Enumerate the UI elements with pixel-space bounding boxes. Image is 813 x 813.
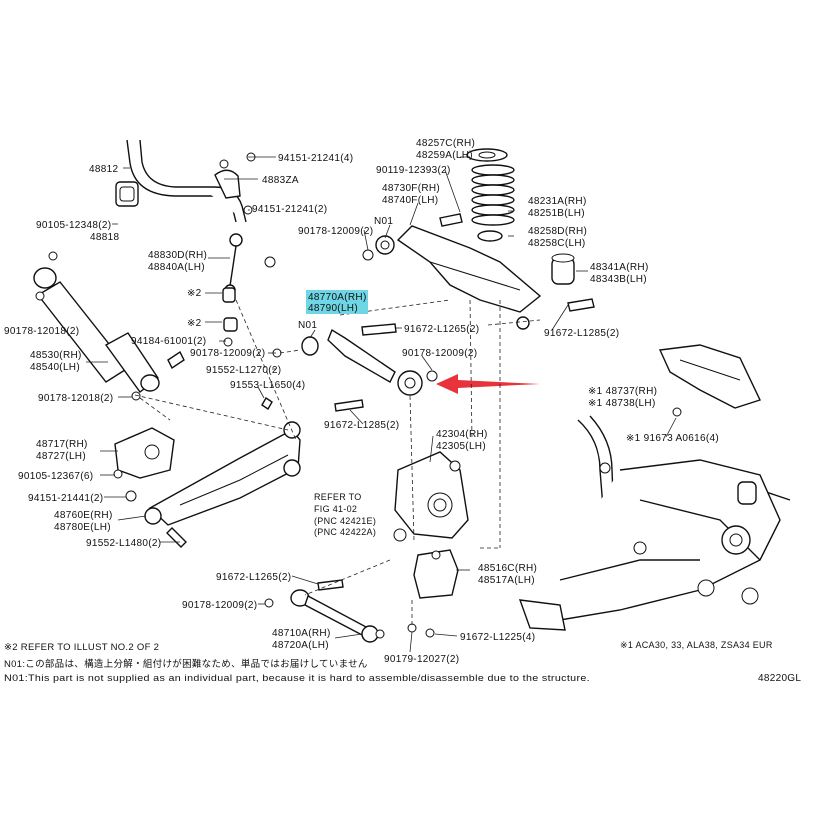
upper-control-arm <box>375 225 542 330</box>
label-48343b: 48343B(LH) <box>590 274 647 285</box>
label-48760e: 48760E(RH) <box>54 510 113 521</box>
label-91672-l1265-a: 91672-L1265(2) <box>404 324 479 335</box>
lower-control-arm <box>144 421 301 526</box>
label-91553: 91553-L1650(4) <box>230 380 305 391</box>
label-91672-l1285-b: 91672-L1285(2) <box>324 420 399 431</box>
label-refer-2: FIG 41-02 <box>314 504 357 514</box>
label-48517a: 48517A(LH) <box>478 575 535 586</box>
label-refer-4: (PNC 42422A) <box>314 527 376 537</box>
label-48812: 48812 <box>89 164 118 175</box>
label-48737: ※1 48737(RH) <box>588 386 657 397</box>
label-48727: 48727(LH) <box>36 451 86 462</box>
label-48720a: 48720A(LH) <box>272 640 329 651</box>
label-91552-l1270: 91552-L1270(2) <box>206 365 281 376</box>
label-90178-12009-b: 90178-12009(2) <box>190 348 265 359</box>
label-90178-12018-b: 90178-12018(2) <box>38 393 113 404</box>
label-48830d: 48830D(RH) <box>148 250 207 261</box>
label-mark2-a: ※2 <box>187 288 202 299</box>
stopper-bracket <box>413 549 459 599</box>
assembly-dashed-lines <box>134 299 541 625</box>
label-48738: ※1 48738(LH) <box>588 398 656 409</box>
footnotes: ※2 REFER TO ILLUST NO.2 OF 2 N01:この部品は、構… <box>4 642 801 684</box>
lower-arm-bracket <box>114 427 175 479</box>
label-48770a: 48770A(RH) <box>308 292 367 303</box>
bump-stopper <box>551 253 575 285</box>
label-94151-2: 94151-21241(2) <box>252 204 327 215</box>
label-94184: 94184-61001(2) <box>131 336 206 347</box>
label-91673: ※1 91673 A0616(4) <box>626 433 719 444</box>
footnote-refer-illust: ※2 REFER TO ILLUST NO.2 OF 2 <box>4 642 159 653</box>
label-90179: 90179-12027(2) <box>384 654 459 665</box>
highlight-arrow <box>436 374 540 394</box>
label-48341a: 48341A(RH) <box>590 262 649 273</box>
label-48730f: 48730F(RH) <box>382 183 440 194</box>
steering-knuckle <box>393 451 469 542</box>
footnote-n01-japanese: N01:この部品は、構造上分解・組付けが困難なため、単品ではお届けしていません <box>4 658 368 670</box>
label-48540: 48540(LH) <box>30 362 80 373</box>
label-48717: 48717(RH) <box>36 439 88 450</box>
coil-spring <box>466 148 515 242</box>
shock-absorber <box>33 251 160 401</box>
label-48258c: 48258C(LH) <box>528 238 585 249</box>
rear-lateral-link <box>301 323 438 412</box>
label-n01-b: N01 <box>298 320 317 331</box>
label-90178-12009-a: 90178-12009(2) <box>298 226 373 237</box>
label-48259a: 48259A(LH) <box>416 150 473 161</box>
label-mark2-b: ※2 <box>187 318 202 329</box>
leader-lines <box>86 156 677 653</box>
label-vehicle-applicability: ※1 ACA30, 33, ALA38, ZSA34 EUR <box>620 640 773 650</box>
label-48530: 48530(RH) <box>30 350 82 361</box>
suspension-arm-cover <box>658 344 761 417</box>
footnote-n01-english: N01:This part is not supplied as an indi… <box>4 673 590 684</box>
upper-arm-bolts <box>439 213 595 312</box>
part-labels: 48812 48818 4883ZA 94151-21241(4) 94151-… <box>4 138 773 665</box>
label-48251b: 48251B(LH) <box>528 208 585 219</box>
label-48840a: 48840A(LH) <box>148 262 205 273</box>
label-90105-12367: 90105-12367(6) <box>18 471 93 482</box>
label-90178-12009-d: 90178-12009(2) <box>182 600 257 611</box>
label-48257c: 48257C(RH) <box>416 138 475 149</box>
label-48818: 48818 <box>90 232 119 243</box>
label-94151-4: 94151-21241(4) <box>278 153 353 164</box>
label-42305: 42305(LH) <box>436 441 486 452</box>
label-91672-l1265-b: 91672-L1265(2) <box>216 572 291 583</box>
label-48516c: 48516C(RH) <box>478 563 537 574</box>
lower-arm-bolts <box>113 397 273 548</box>
label-94151-21441: 94151-21441(2) <box>28 493 103 504</box>
label-42304: 42304(RH) <box>436 429 488 440</box>
label-91672-l1285-a: 91672-L1285(2) <box>544 328 619 339</box>
label-refer-3: (PNC 42421E) <box>314 516 376 526</box>
stabilizer-link <box>224 233 374 296</box>
assembled-suspension-view <box>518 415 791 631</box>
label-48258d: 48258D(RH) <box>528 226 587 237</box>
label-90119: 90119-12393(2) <box>376 165 451 176</box>
label-91672-l1225: 91672-L1225(4) <box>460 632 535 643</box>
label-4883ZA: 4883ZA <box>262 175 299 186</box>
label-48740f: 48740F(LH) <box>382 195 438 206</box>
highlight-box <box>306 290 368 314</box>
rubber-cushions <box>167 287 282 370</box>
label-90105-2: 90105-12348(2) <box>36 220 111 231</box>
label-90178-12009-c: 90178-12009(2) <box>402 348 477 359</box>
label-48231a: 48231A(RH) <box>528 196 587 207</box>
label-90178-12018-a: 90178-12018(2) <box>4 326 79 337</box>
diagram-id: 48220GL <box>758 673 801 684</box>
toe-control-link <box>264 579 435 643</box>
label-48710a: 48710A(RH) <box>272 628 331 639</box>
label-91552-l1480: 91552-L1480(2) <box>86 538 161 549</box>
stabilizer-bushing <box>115 181 139 207</box>
label-refer-1: REFER TO <box>314 492 362 502</box>
label-48790: 48790(LH) <box>308 303 358 314</box>
stabilizer-bar <box>126 139 247 223</box>
label-48780e: 48780E(LH) <box>54 522 111 533</box>
label-n01-a: N01 <box>374 216 393 227</box>
